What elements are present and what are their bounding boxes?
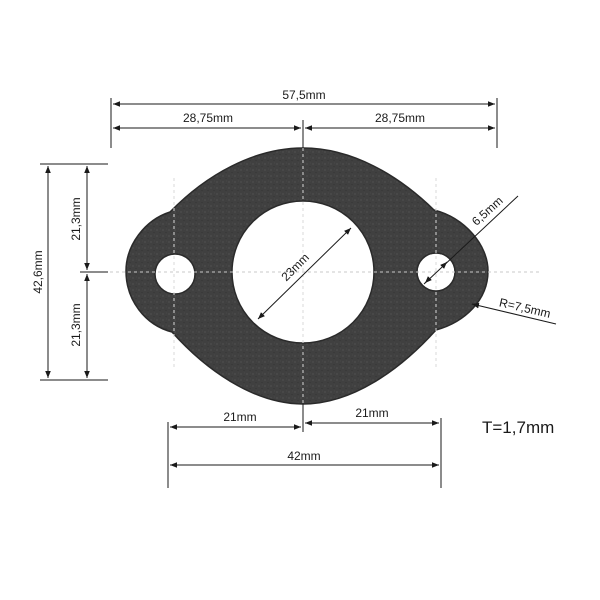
bolt-half-left-label: 21mm bbox=[223, 410, 256, 424]
overall-height-dimension: 42,6mm bbox=[31, 163, 108, 381]
overall-height-label: 42,6mm bbox=[31, 250, 45, 293]
thickness-label: T=1,7mm bbox=[482, 418, 554, 437]
overall-width-label: 57,5mm bbox=[282, 88, 325, 102]
half-width-dimensions: 28,75mm 28,75mm bbox=[113, 111, 495, 148]
gasket-body bbox=[125, 147, 489, 405]
half-height-top-label: 21,3mm bbox=[69, 197, 83, 240]
ear-radius-dimension: R=7,5mm bbox=[471, 295, 557, 325]
half-height-bottom-label: 21,3mm bbox=[69, 303, 83, 346]
half-height-dimensions: 21,3mm 21,3mm bbox=[69, 166, 108, 378]
bolt-spacing-dimension: 42mm bbox=[170, 449, 439, 468]
bore-diameter-dimension: 23mm bbox=[257, 227, 352, 320]
bolt-spacing-half-dimensions: 21mm 21mm bbox=[167, 404, 442, 488]
bore-diameter-label: 23mm bbox=[278, 250, 311, 283]
half-width-right-label: 28,75mm bbox=[375, 111, 425, 125]
half-width-left-label: 28,75mm bbox=[183, 111, 233, 125]
bolt-hole-diameter-label: 6,5mm bbox=[469, 194, 506, 229]
bolt-spacing-label: 42mm bbox=[287, 449, 320, 463]
overall-width-dimension: 57,5mm bbox=[110, 88, 498, 148]
gasket-outline bbox=[125, 147, 489, 405]
bolt-half-right-label: 21mm bbox=[355, 406, 388, 420]
